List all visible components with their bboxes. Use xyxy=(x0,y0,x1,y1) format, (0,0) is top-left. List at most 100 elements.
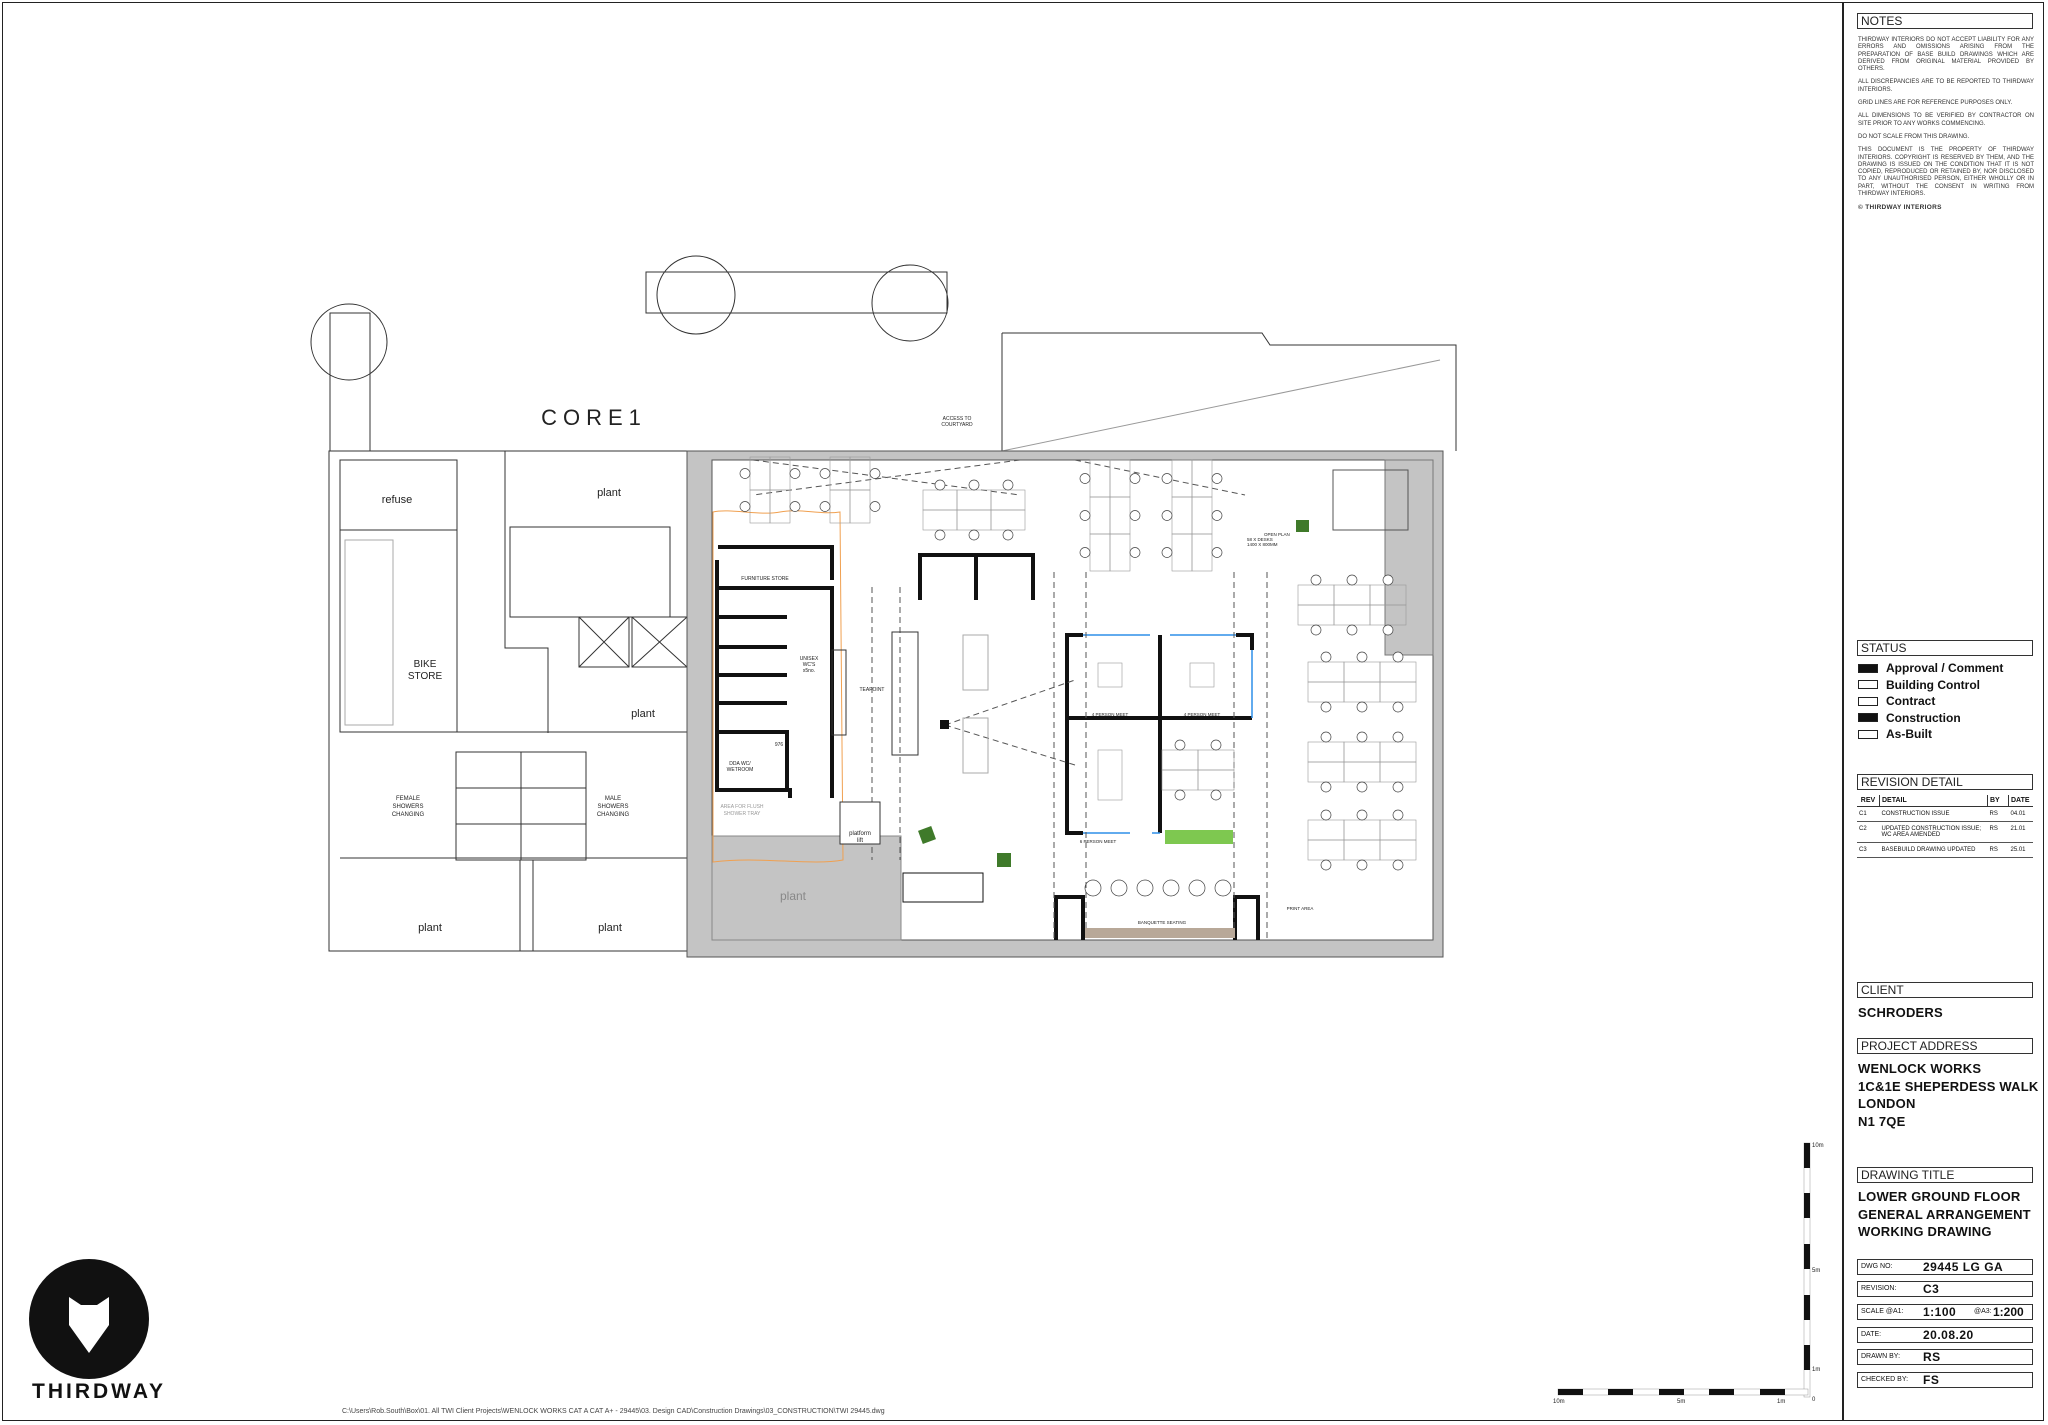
scale-row: SCALE @A1:1:100@A3:1:200 xyxy=(1857,1304,2033,1320)
chair xyxy=(1211,510,1223,521)
value: RS xyxy=(1923,1350,1941,1364)
revision-row: REVISION:C3 xyxy=(1857,1281,2033,1297)
stool xyxy=(1110,879,1128,897)
note: ALL DISCREPANCIES ARE TO BE REPORTED TO … xyxy=(1858,79,2034,93)
armchair xyxy=(997,853,1011,867)
col-header: DATE xyxy=(2008,795,2033,807)
room-label-plant: plant xyxy=(418,922,442,934)
chair xyxy=(1320,809,1332,821)
room-label-dda: DDA WC/ xyxy=(729,761,751,767)
scale-label: 1m xyxy=(1812,1367,1820,1373)
stool xyxy=(1188,879,1206,897)
note: THIS DOCUMENT IS THE PROPERTY OF THIRDWA… xyxy=(1858,147,2034,198)
scale-label: 1m xyxy=(1777,1399,1785,1405)
chair xyxy=(1079,510,1091,521)
table xyxy=(962,634,989,691)
file-path: C:\Users\Rob.South\Box\01. All TWI Clien… xyxy=(342,1408,885,1415)
desk-clusters xyxy=(739,456,1417,871)
core-wall xyxy=(504,451,549,733)
banquette-bench xyxy=(1085,928,1235,938)
status-label: Approval / Comment xyxy=(1886,661,2004,676)
platform-lift-label: lift xyxy=(857,838,863,844)
room-label-teapoint: TEAPOINT xyxy=(859,687,884,693)
access-label: COURTYARD xyxy=(941,422,973,428)
copyright: © THIRDWAY INTERIORS xyxy=(1858,204,1942,212)
chair xyxy=(1356,809,1368,821)
lift-shaft xyxy=(578,616,630,668)
chair xyxy=(1356,781,1368,793)
banquette-label: BANQUETTE SEATING xyxy=(1138,920,1187,925)
chair xyxy=(1129,547,1141,558)
client-header: CLIENT xyxy=(1857,982,2033,998)
tree-outline xyxy=(310,303,388,381)
wall xyxy=(1054,895,1260,940)
scale-label: 10m xyxy=(1812,1143,1824,1149)
status-label: As-Built xyxy=(1886,727,1932,742)
cell: C2 xyxy=(1857,821,1880,843)
address-line: 1C&1E SHEPERDESS WALK xyxy=(1858,1078,2039,1094)
chair xyxy=(934,529,946,541)
core-riser xyxy=(1332,469,1409,531)
dimension-label: 976 xyxy=(775,742,784,748)
room-label-unisex-wc: x5no. xyxy=(803,668,815,674)
meeting-room-label: 6 PERSON MEET xyxy=(1080,839,1117,844)
chair xyxy=(739,468,751,479)
chair xyxy=(1129,510,1141,521)
room-label-unisex-wc: UNISEX xyxy=(800,656,819,662)
status-label: Contract xyxy=(1886,694,1936,709)
chair xyxy=(1320,651,1332,663)
status-item: Approval / Comment xyxy=(1858,660,2003,677)
chair xyxy=(869,468,881,479)
chair xyxy=(819,501,831,512)
status-checkbox xyxy=(1858,713,1878,723)
status-checkbox xyxy=(1858,696,1878,706)
open-plan-label: 58 X DESKS xyxy=(1247,537,1273,542)
chair xyxy=(1310,624,1322,636)
cell: C3 xyxy=(1857,842,1880,858)
address-header: PROJECT ADDRESS xyxy=(1857,1038,2033,1054)
scale-label: 5m xyxy=(1812,1268,1820,1274)
cell: 21.01 xyxy=(2008,821,2033,843)
value: 20.08.20 xyxy=(1923,1328,1974,1342)
label: DRAWN BY: xyxy=(1861,1353,1901,1360)
chair xyxy=(739,501,751,512)
flush-tray-label: SHOWER TRAY xyxy=(724,811,761,817)
chair xyxy=(1356,731,1368,743)
chair xyxy=(1079,473,1091,484)
grid-line xyxy=(871,572,1268,940)
cell: BASEBUILD DRAWING UPDATED xyxy=(1879,842,1988,858)
title-line: WORKING DRAWING xyxy=(1858,1224,1992,1239)
chair xyxy=(789,468,801,479)
label: REVISION: xyxy=(1861,1285,1897,1292)
lift-shaft-cross xyxy=(578,616,630,668)
revision-header: REVISION DETAIL xyxy=(1857,774,2033,790)
room-label-plant: plant xyxy=(598,922,622,934)
scale-label: 5m xyxy=(1677,1399,1685,1405)
cell: UPDATED CONSTRUCTION ISSUE; WC AREA AMEN… xyxy=(1879,821,1988,843)
glazed-partition xyxy=(1083,634,1253,834)
chair xyxy=(1310,574,1322,586)
chair xyxy=(1392,701,1404,713)
chair xyxy=(1002,529,1014,541)
stair xyxy=(902,872,984,903)
date-row: DATE:20.08.20 xyxy=(1857,1327,2033,1343)
armchair xyxy=(918,826,936,844)
drawing-title: LOWER GROUND FLOOR GENERAL ARRANGEMENT W… xyxy=(1858,1188,2031,1241)
chair xyxy=(1392,731,1404,743)
chair xyxy=(1002,479,1014,491)
chair xyxy=(1161,473,1173,484)
wc-cubicle-walls xyxy=(717,615,789,790)
chair xyxy=(1320,859,1332,871)
address-line: N1 7QE xyxy=(1858,1113,1906,1129)
chair xyxy=(789,501,801,512)
project-address: WENLOCK WORKS 1C&1E SHEPERDESS WALK LOND… xyxy=(1858,1060,2038,1130)
dwg-no-row: DWG NO:29445 LG GA xyxy=(1857,1259,2033,1275)
chair xyxy=(1356,701,1368,713)
meeting-room-label: 4 PERSON MEET xyxy=(1092,712,1129,717)
cell: 25.01 xyxy=(2008,842,2033,858)
room-label-female: SHOWERS xyxy=(392,804,423,810)
